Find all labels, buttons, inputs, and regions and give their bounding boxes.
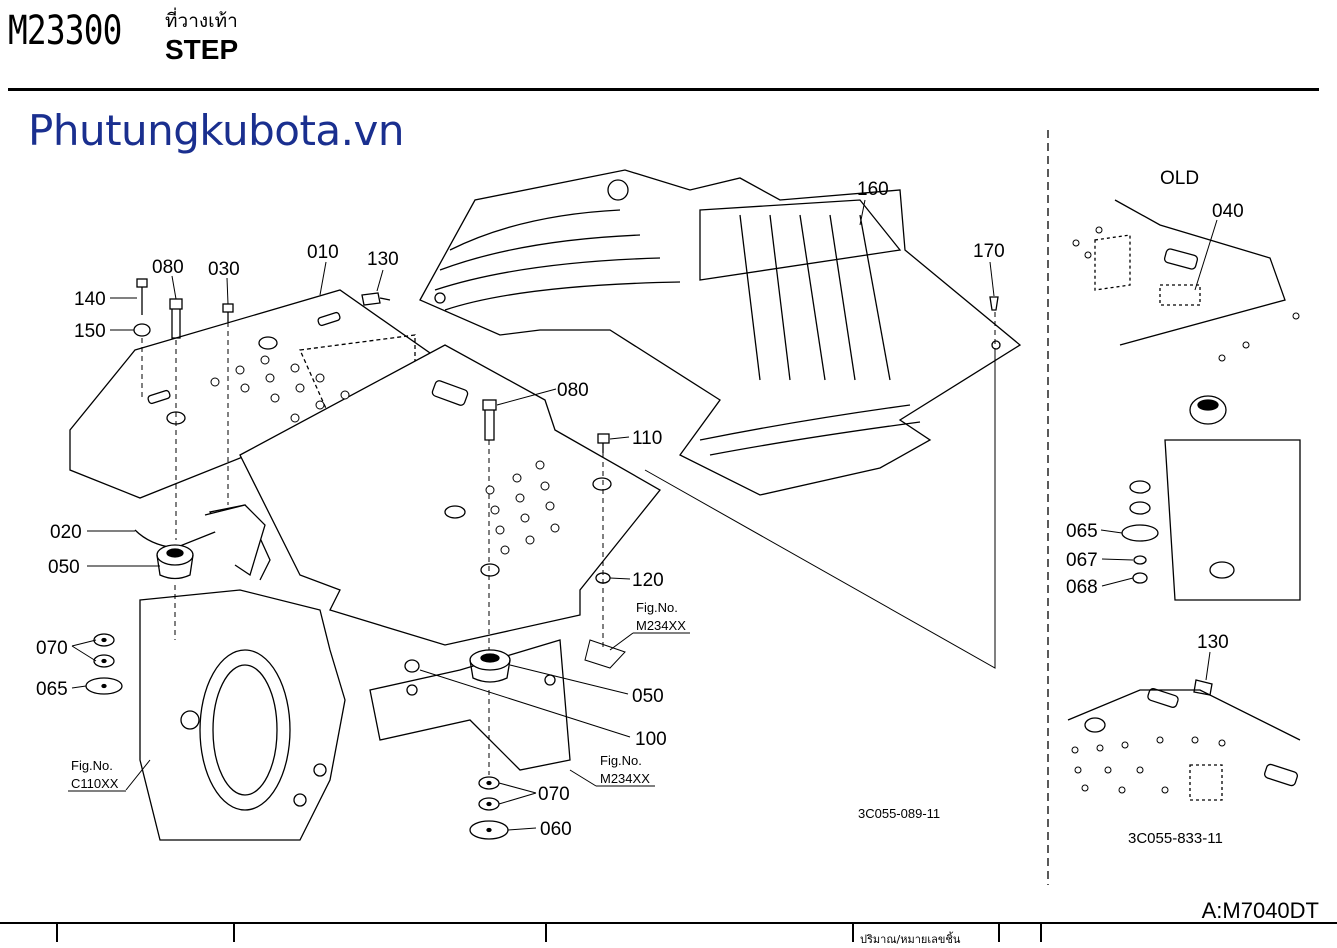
bracket-030 bbox=[204, 504, 266, 577]
table-col-divider bbox=[233, 924, 235, 942]
table-col-divider bbox=[998, 924, 1000, 942]
callout-080-center: 080 bbox=[557, 380, 589, 401]
mat-reference-line bbox=[644, 348, 996, 669]
callout-080-top: 080 bbox=[152, 257, 184, 278]
table-col-divider bbox=[545, 924, 547, 942]
callout-160: 160 bbox=[857, 179, 889, 200]
assembly-lines bbox=[141, 312, 996, 775]
callout-040: 040 bbox=[1212, 201, 1244, 222]
drawing-number-inset: 3C055-833-11 bbox=[1128, 830, 1223, 847]
callout-070-left: 070 bbox=[36, 638, 68, 659]
fig-ref-label-2: Fig.No. bbox=[71, 758, 113, 773]
model-code: A:M7040DT bbox=[1201, 898, 1319, 923]
rubber-mount-050-left bbox=[156, 544, 194, 580]
washers-left bbox=[85, 633, 123, 695]
part-group-title: STEP bbox=[165, 34, 239, 65]
fig-ref-3: M234XX bbox=[600, 771, 650, 786]
callout-065-inset: 065 bbox=[1066, 521, 1098, 542]
callout-010: 010 bbox=[307, 242, 339, 263]
plate-holes bbox=[210, 226, 1300, 794]
callout-065-left: 065 bbox=[36, 679, 68, 700]
leader-lines bbox=[68, 199, 995, 831]
table-col-divider bbox=[852, 924, 854, 942]
callout-110: 110 bbox=[632, 428, 662, 449]
fig-ref-label-1: Fig.No. bbox=[636, 600, 678, 615]
drawing-number-main: 3C055-089-11 bbox=[858, 806, 940, 821]
transmission-housing bbox=[139, 589, 571, 841]
ref-plate-small bbox=[584, 639, 626, 669]
callout-060: 060 bbox=[540, 819, 572, 840]
watermark: Phutungkubota.vn bbox=[28, 106, 404, 155]
floor-mat-160 bbox=[419, 169, 1022, 496]
callout-140: 140 bbox=[74, 289, 106, 310]
fig-ref-label-3: Fig.No. bbox=[600, 753, 642, 768]
washers-center bbox=[469, 776, 509, 840]
fig-ref-2: C110XX bbox=[71, 776, 119, 791]
figure-references: Fig.No. M234XX Fig.No. C110XX Fig.No. M2… bbox=[71, 600, 940, 821]
callout-050-center: 050 bbox=[632, 686, 664, 707]
callout-070-center: 070 bbox=[538, 784, 570, 805]
callout-030: 030 bbox=[208, 259, 240, 280]
part-group-title-thai: ที่วางเท้า bbox=[165, 10, 238, 32]
rubber-mount-050-center bbox=[469, 649, 511, 683]
fig-ref-1: M234XX bbox=[636, 618, 686, 633]
callout-068: 068 bbox=[1066, 577, 1098, 598]
diagram-linework bbox=[68, 130, 1301, 885]
callout-020: 020 bbox=[50, 522, 82, 543]
callout-130-inset: 130 bbox=[1197, 632, 1229, 653]
inset-old-detail bbox=[1067, 199, 1301, 801]
parts-table-header bbox=[0, 922, 1337, 942]
callout-labels: 010 020 030 040 050 050 060 065 065 067 … bbox=[36, 168, 1244, 840]
part-group-code: M23300 bbox=[8, 8, 122, 54]
table-header-thai: ปริมาณ/หมายเลขชิ้น bbox=[860, 933, 961, 946]
step-plate-right bbox=[239, 344, 661, 646]
header-rule bbox=[8, 88, 1319, 91]
callout-170: 170 bbox=[973, 241, 1005, 262]
table-col-divider bbox=[1040, 924, 1042, 942]
callout-150: 150 bbox=[74, 321, 106, 342]
callout-050-left: 050 bbox=[48, 557, 80, 578]
table-col-divider bbox=[56, 924, 58, 942]
callout-120: 120 bbox=[632, 570, 664, 591]
callout-100: 100 bbox=[635, 729, 667, 750]
inset-old-label: OLD bbox=[1160, 168, 1199, 189]
callout-130: 130 bbox=[367, 249, 399, 270]
callout-067: 067 bbox=[1066, 550, 1098, 571]
